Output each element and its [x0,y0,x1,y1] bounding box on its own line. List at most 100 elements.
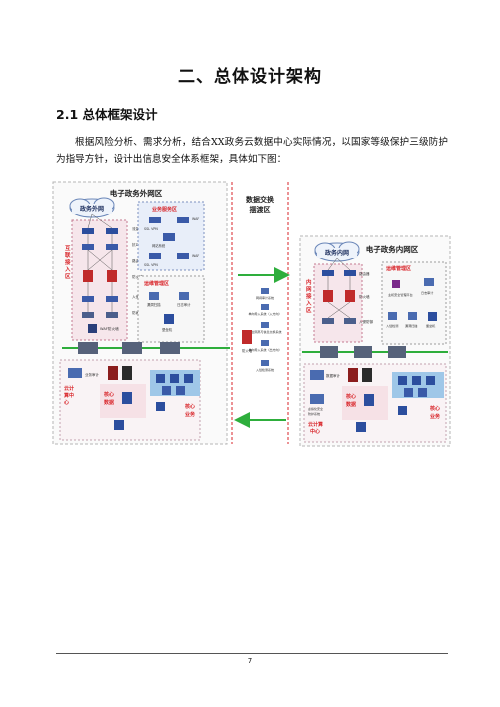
monitor-icon [424,278,434,286]
ips-icon [344,318,356,324]
storage-icon [362,368,372,382]
server-icon [149,253,161,259]
body-paragraph: 根据风险分析、需求分析，结合XX政务云数据中心实际情况，以国家等级保护三级防护为… [56,137,448,165]
database-icon [364,394,374,406]
storage-icon [122,366,132,380]
device-label: WAF防火墙 [100,326,119,331]
firewall-icon [107,270,117,282]
core-business-label: 核心业务 [430,405,441,420]
chapter-title: 二、总体设计架构 [178,67,322,87]
device-label: 防病毒 [132,310,143,315]
vm-label: 虚拟化安全防护系统 [308,406,323,416]
exchange-device-icon [261,322,269,328]
server-icon [162,386,171,395]
outer-ops-zone-title: 运维管理区 [144,280,169,287]
exchange-firewall-label: 防火墙 [242,348,253,353]
inner-cloud-icon [314,241,360,262]
vm-label: 业务审计 [85,372,99,377]
core-data-label: 核心数据 [346,393,356,408]
core-switch-icon [388,346,406,358]
core-switch-icon [160,342,180,354]
business-item-label: SSL VPN [144,263,158,267]
firewall-icon [242,330,252,344]
ips-icon [82,312,94,318]
ops-item-label: 漏洞扫描 [147,302,161,307]
business-item-label: SSL VPN [144,227,158,231]
exchange-zone-title: 数据交换摆渡区 [246,195,275,214]
book-icon [392,280,400,288]
inner-ops-zone-title: 运维管理区 [386,265,411,272]
ops-item-label: 日志审计 [177,302,191,307]
storage-icon [108,366,118,380]
exchange-item-label: 安全隔离与信息交换系统 [248,329,281,334]
ops-item-label: 主机安全管理平台 [388,292,413,297]
server-icon [426,376,435,385]
inner-access-zone-label: 内网接入区 [305,278,312,314]
outer-ops-zone [137,275,205,343]
firewall-icon [83,270,93,282]
exchange-item-label: 单向导入系统（出方向） [248,347,281,352]
database-icon [122,392,132,404]
vm-icon [68,368,82,378]
ops-item-label: 入侵检测 [386,323,398,328]
vm-icon [310,370,324,380]
exchange-item-label: 入侵检测系统 [256,367,274,372]
switch-icon [106,296,118,302]
server-icon [177,217,189,223]
server-icon [418,388,427,397]
waf-icon [88,324,97,333]
section-title: 2.1 总体框架设计 [56,107,158,122]
switch-icon [82,296,94,302]
monitor-icon [388,312,397,320]
business-zone-title: 业务服务区 [152,206,177,213]
inner-cloud-label: 政务内网 [325,249,349,257]
exchange-device-icon [261,360,269,366]
inner-cloud-center-label: 云计算中心 [308,421,323,435]
core-switch-icon [78,342,98,354]
ips-icon [106,312,118,318]
ops-item-label: 堡垒机 [426,323,436,328]
outer-cloud-center-label: 云计算中心 [64,385,74,406]
ops-item-label: 堡垒机 [162,327,173,332]
outer-access-zone-label: 互联接入区 [64,244,71,280]
device-label: 路由器 [359,271,370,276]
outer-zone-title: 电子政务外网区 [110,188,163,198]
outer-access-zone [71,219,128,341]
core-switch-icon [122,342,142,354]
device-label: 入侵防御 [359,319,373,324]
core-switch-icon [320,346,338,358]
core-business-label: 核心业务 [185,403,196,418]
router-icon [106,228,118,234]
ops-item-label: 日志审计 [421,290,433,295]
inner-zone-title: 电子政务内网区 [366,244,419,254]
router-icon [82,228,94,234]
router-icon [322,270,334,276]
footer-divider [56,653,448,654]
server-icon [398,406,407,415]
server-icon [412,376,421,385]
monitor-icon [149,292,159,300]
security-architecture-diagram: 电子政务外网区 政务外网 互联接入区 [52,181,451,447]
server-icon [404,388,413,397]
vm-label: 数据审计 [326,373,340,378]
inner-ops-zone [381,261,447,345]
storage-icon [348,368,358,382]
server-icon [114,420,124,430]
server-icon [164,314,174,324]
server-icon [398,376,407,385]
ops-item-label: 漏洞扫描 [405,323,417,328]
business-item-label: WAF [192,254,199,258]
page-number: 7 [247,657,253,665]
server-icon [356,422,366,432]
firewall-icon [345,290,355,302]
exchange-item-label: 单向导入系统（入方向） [248,311,281,316]
device-label: 防火墙 [132,274,143,279]
switch-icon [82,244,94,250]
router-icon [344,270,356,276]
server-icon [177,253,189,259]
core-switch-icon [354,346,372,358]
exchange-device-icon [261,340,269,346]
server-icon [184,374,193,383]
exchange-device-icon [261,304,269,310]
